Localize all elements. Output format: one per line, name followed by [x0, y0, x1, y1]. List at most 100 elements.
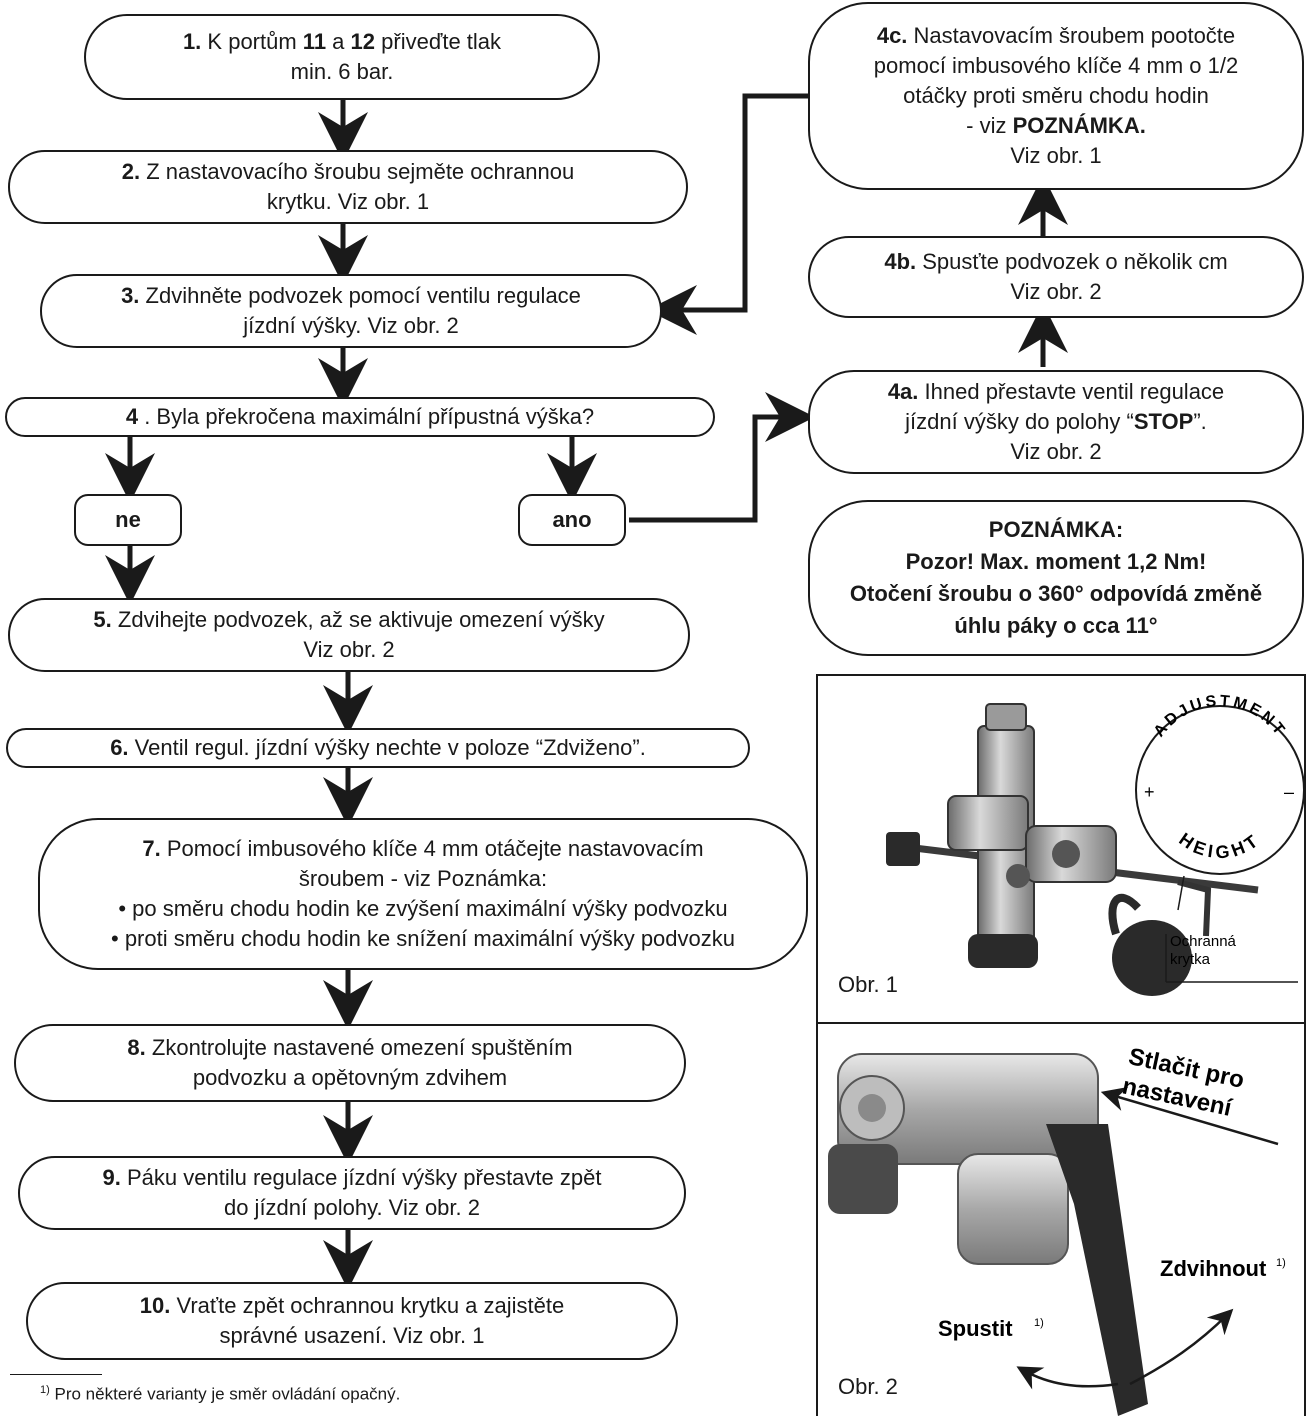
text-run: správné usazení. Viz obr. 1 — [219, 1323, 485, 1348]
step-5: 5. Zdvihejte podvozek, až se aktivuje om… — [8, 598, 690, 672]
step-s1-line-0: 1. K portům 11 a 12 přiveďte tlak — [183, 27, 501, 57]
text-run: K portům — [207, 29, 303, 54]
step-s3-line-0: 3. Zdvihněte podvozek pomocí ventilu reg… — [121, 281, 581, 311]
branch-ano-label: ano — [552, 507, 592, 532]
bold-text: 12 — [350, 29, 376, 54]
text-run: otáčky proti směru chodu hodin — [903, 83, 1209, 108]
text-run: Viz obr. 2 — [1010, 439, 1102, 464]
step-s2-line-0: 2. Z nastavovacího šroubu sejměte ochran… — [122, 157, 575, 187]
figure-2-label: Obr. 2 — [838, 1374, 898, 1399]
figure-1-valve-image: ADJUSTMENT HEIGHT + – Ochranná krytka — [886, 693, 1305, 996]
lift-footnote-mark: 1) — [1276, 1257, 1286, 1269]
text-run: Vraťte zpět ochrannou krytku a zajistěte — [176, 1293, 565, 1318]
text-run: ”. — [1193, 409, 1207, 434]
step-number: 4 — [125, 404, 139, 429]
callout-line-1: Ochranná — [1170, 933, 1237, 950]
protective-cap — [1112, 920, 1192, 996]
text-run: Ventil regul. jízdní výšky nechte v polo… — [134, 735, 646, 760]
step-s7-line-2: • po směru chodu hodin ke zvýšení maximá… — [111, 894, 735, 924]
text-run: jízdní výšky do polohy “ — [905, 409, 1134, 434]
step-s1-line-1: min. 6 bar. — [183, 57, 501, 87]
step-8: 8. Zkontrolujte nastavené omezení spuště… — [14, 1024, 686, 1102]
step-6: 6. Ventil regul. jízdní výšky nechte v p… — [6, 728, 750, 768]
figure-1-label: Obr. 1 — [838, 972, 898, 997]
figure-2-panel: Stlačit pro nastavení Zdvihnout 1) Spust… — [816, 1022, 1306, 1416]
arrow-4c-3 — [647, 93, 808, 335]
text-run: Zkontrolujte nastavené omezení spuštěním — [151, 1035, 573, 1060]
step-s9-line-1: do jízdní polohy. Viz obr. 2 — [103, 1193, 602, 1223]
step-s9-line-0: 9. Páku ventilu regulace jízdní výšky př… — [103, 1163, 602, 1193]
step-s4c-line-1: pomocí imbusového klíče 4 mm o 1/2 — [874, 51, 1238, 81]
figure-2-valve-image: Stlačit pro nastavení Zdvihnout 1) Spust… — [828, 1043, 1286, 1416]
connector — [886, 832, 920, 866]
text-run: Viz obr. 1 — [1010, 143, 1102, 168]
lever-handle — [1046, 1124, 1148, 1416]
step-number: 5. — [93, 607, 112, 632]
branch-ne: ne — [74, 494, 182, 546]
step-s6-line-0: 6. Ventil regul. jízdní výšky nechte v p… — [110, 733, 646, 763]
note-line-1: Pozor! Max. moment 1,2 Nm! — [905, 549, 1207, 574]
step-s4a-line-0: 4a. Ihned přestavte ventil regulace — [888, 377, 1224, 407]
step-s4b-line-0: 4b. Spusťte podvozek o několik cm — [884, 247, 1227, 277]
step-10: 10. Vraťte zpět ochrannou krytku a zajis… — [26, 1282, 678, 1360]
step-number: 3. — [121, 283, 140, 308]
note-line-3: úhlu páky o cca 11° — [954, 613, 1158, 638]
text-run: Nastavovacím šroubem pootočte — [913, 23, 1236, 48]
step-4-question: 4 . Byla překročena maximální přípustná … — [5, 397, 715, 437]
step-s5-line-0: 5. Zdvihejte podvozek, až se aktivuje om… — [93, 605, 604, 635]
bold-text: 11 — [302, 29, 327, 54]
text-run: a — [326, 29, 351, 54]
text-run: Páku ventilu regulace jízdní výšky přest… — [127, 1165, 602, 1190]
step-number: 4b. — [884, 249, 917, 274]
text-run: jízdní výšky. Viz obr. 2 — [243, 313, 459, 338]
step-s4a-line-2: Viz obr. 2 — [888, 437, 1224, 467]
step-number: 6. — [110, 735, 129, 760]
figure-1-panel: ADJUSTMENT HEIGHT + – Ochranná krytka Ob… — [816, 674, 1306, 1026]
text-run: • po směru chodu hodin ke zvýšení maximá… — [118, 896, 728, 921]
text-run: do jízdní polohy. Viz obr. 2 — [223, 1195, 480, 1220]
step-number: 1. — [182, 29, 202, 54]
step-s5-line-1: Viz obr. 2 — [93, 635, 604, 665]
step-s8-line-0: 8. Zkontrolujte nastavené omezení spuště… — [127, 1033, 572, 1063]
arrow-ano-4a — [629, 392, 815, 523]
step-7: 7. Pomocí imbusového klíče 4 mm otáčejte… — [38, 818, 808, 970]
text-run: pomocí imbusového klíče 4 mm o 1/2 — [873, 53, 1239, 78]
dial-plus: + — [1144, 782, 1155, 802]
step-s3-line-1: jízdní výšky. Viz obr. 2 — [121, 311, 581, 341]
text-run: podvozku a opětovným zdvihem — [192, 1065, 508, 1090]
note-line-2: Otočení šroubu o 360° odpovídá změně — [849, 581, 1263, 606]
text-run: krytku. Viz obr. 1 — [266, 189, 430, 214]
lower-label: Spustit — [938, 1316, 1013, 1341]
step-number: 7. — [142, 836, 161, 861]
text-run: Z nastavovacího šroubu sejměte ochrannou — [146, 159, 575, 184]
dial-minus: – — [1284, 782, 1294, 802]
step-number: 2. — [121, 159, 141, 184]
step-number: 8. — [127, 1035, 146, 1060]
footnote-rule — [10, 1374, 102, 1375]
step-s4b-line-1: Viz obr. 2 — [884, 277, 1227, 307]
step-2: 2. Z nastavovacího šroubu sejměte ochran… — [8, 150, 688, 224]
text-run: Viz obr. 2 — [1010, 279, 1102, 304]
step-9: 9. Páku ventilu regulace jízdní výšky př… — [18, 1156, 686, 1230]
text-run: Zdvihněte podvozek pomocí ventilu regula… — [145, 283, 581, 308]
step-number: 4a. — [887, 379, 919, 404]
step-number: 9. — [102, 1165, 121, 1190]
callout-line-2: krytka — [1170, 951, 1211, 968]
note-title: POZNÁMKA: — [988, 517, 1124, 542]
note-box: POZNÁMKA: Pozor! Max. moment 1,2 Nm! Oto… — [808, 500, 1304, 656]
text-run: šroubem - viz Poznámka: — [298, 866, 548, 891]
step-s4c-line-3: - viz POZNÁMKA. — [874, 111, 1238, 141]
text-run: Ihned přestavte ventil regulace — [924, 379, 1225, 404]
step-3: 3. Zdvihněte podvozek pomocí ventilu reg… — [40, 274, 662, 348]
step-s4-line-0: 4 . Byla překročena maximální přípustná … — [126, 402, 594, 432]
step-s4c-line-4: Viz obr. 1 — [874, 141, 1238, 171]
branch-ne-label: ne — [115, 507, 141, 532]
step-s10-line-1: správné usazení. Viz obr. 1 — [140, 1321, 564, 1351]
text-run: přiveďte tlak — [375, 29, 502, 54]
text-run: Viz obr. 2 — [303, 637, 395, 662]
text-run: . Byla překročena maximální přípustná vý… — [144, 404, 595, 429]
